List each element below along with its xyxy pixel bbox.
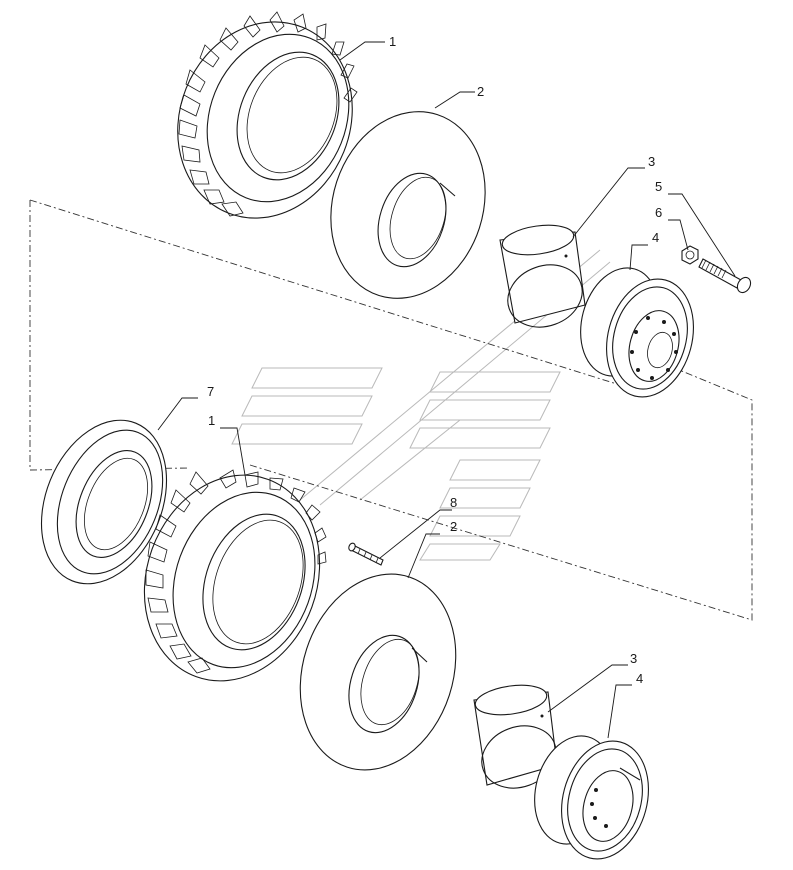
rim-bottom xyxy=(534,735,649,860)
callout-2-top: 2 xyxy=(477,84,484,99)
callout-6: 6 xyxy=(655,205,662,220)
callout-1-bottom: 1 xyxy=(208,413,215,428)
callout-8: 8 xyxy=(450,495,457,510)
nut xyxy=(681,245,699,265)
bolt xyxy=(698,258,752,294)
leader-lines xyxy=(157,41,736,739)
flap-bottom xyxy=(299,573,457,771)
callout-4-bottom: 4 xyxy=(636,671,643,686)
rim-top xyxy=(580,267,694,398)
callout-4-top: 4 xyxy=(652,230,659,245)
callout-2-bottom: 2 xyxy=(450,519,457,534)
flap-top xyxy=(330,111,486,299)
callout-5: 5 xyxy=(655,179,662,194)
tire-bottom xyxy=(143,469,327,682)
valve-pin xyxy=(348,542,384,566)
callout-7: 7 xyxy=(207,384,214,399)
tube-top xyxy=(499,224,586,328)
callout-3-bottom: 3 xyxy=(630,651,637,666)
callouts: 1 2 3 4 5 6 7 1 8 2 3 4 xyxy=(207,34,662,686)
tube-bottom xyxy=(473,684,558,789)
tire-top xyxy=(177,11,358,219)
callout-1-top: 1 xyxy=(389,34,396,49)
ring-bottom xyxy=(40,419,168,585)
callout-3-top: 3 xyxy=(648,154,655,169)
